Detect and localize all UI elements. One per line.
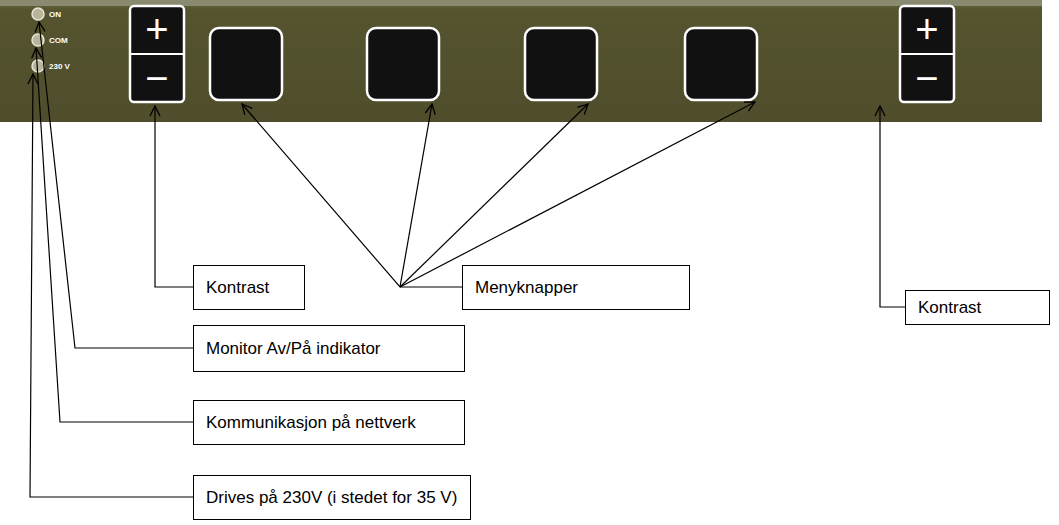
box-label: Monitor Av/På indikator (206, 339, 381, 359)
leader-line (36, 48, 193, 422)
button-frame (900, 6, 954, 102)
button-symbol: − (915, 58, 938, 98)
leader-line (400, 102, 755, 287)
leader-line (880, 106, 905, 307)
box-label: Kontrast (918, 298, 981, 318)
led-label: 230 V (49, 62, 70, 71)
panel-face (0, 0, 1042, 122)
leader-line (400, 104, 588, 287)
leader-line (400, 104, 432, 287)
menu-button (685, 28, 757, 100)
box-label: Kontrast (206, 278, 269, 298)
button-symbol: − (145, 58, 168, 98)
label-box: Monitor Av/På indikator (193, 325, 465, 372)
menu-button (210, 28, 282, 100)
label-box: Kommunikasjon på nettverk (193, 400, 465, 445)
button-frame (130, 6, 184, 102)
label-box: Menyknapper (462, 265, 690, 310)
leader-lines (30, 22, 905, 497)
box-label: Menyknapper (475, 278, 578, 298)
leader-line (155, 106, 193, 287)
led-label: COM (49, 36, 68, 45)
button-symbol: + (145, 9, 168, 49)
led (32, 34, 44, 46)
box-label: Drives på 230V (i stedet for 35 V) (206, 488, 457, 508)
contrast-button (130, 6, 184, 102)
led-label: ON (49, 10, 61, 19)
menu-button (525, 28, 597, 100)
led (32, 8, 44, 20)
menu-buttons (210, 28, 757, 100)
menu-button (367, 28, 439, 100)
box-label: Kommunikasjon på nettverk (206, 413, 416, 433)
label-box: Drives på 230V (i stedet for 35 V) (193, 475, 471, 520)
contrast-button (900, 6, 954, 102)
button-symbol: + (915, 9, 938, 49)
button-divider (131, 53, 183, 55)
led-group (32, 8, 44, 72)
label-box: Kontrast (905, 290, 1050, 325)
leader-line (39, 22, 193, 348)
leader-line (30, 74, 193, 497)
button-divider (901, 53, 953, 55)
label-box: Kontrast (193, 265, 305, 310)
